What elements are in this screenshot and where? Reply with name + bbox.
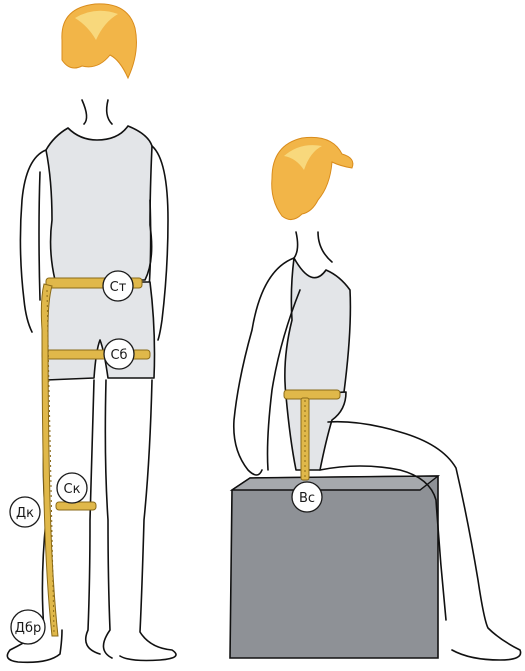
- standing-shirt: [46, 126, 152, 280]
- label-trouser-length: Дбр: [11, 610, 45, 644]
- svg-text:Сб: Сб: [110, 348, 127, 363]
- label-waist: Ст: [103, 271, 133, 301]
- seated-shirt: [285, 258, 351, 396]
- knee-tape: [56, 502, 96, 510]
- seated-shorts: [286, 392, 346, 470]
- seated-figure: [230, 137, 521, 660]
- label-knee: Ск: [57, 473, 87, 503]
- stool: [230, 476, 438, 658]
- seated-hair: [272, 137, 353, 219]
- standing-figure: [7, 4, 176, 662]
- standing-shorts: [46, 282, 155, 380]
- label-knee-length: Дк: [10, 497, 40, 527]
- label-hips: Сб: [104, 339, 134, 369]
- label-seat-height: Вс: [292, 482, 322, 512]
- standing-hair: [62, 4, 137, 78]
- svg-text:Вс: Вс: [299, 491, 315, 506]
- svg-text:Дк: Дк: [16, 506, 34, 521]
- svg-text:Ск: Ск: [64, 482, 81, 497]
- seated-waist-tape: [284, 390, 340, 399]
- svg-text:Ст: Ст: [110, 280, 127, 295]
- svg-text:Дбр: Дбр: [15, 621, 41, 636]
